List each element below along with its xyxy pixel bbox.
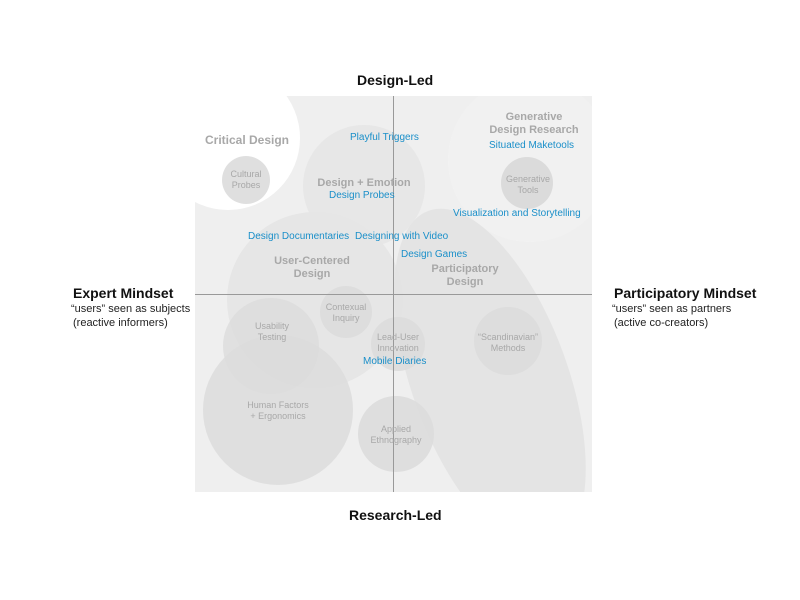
method-visualization: Visualization and Storytelling <box>453 208 581 219</box>
scandinavian-label-2: Methods <box>491 343 526 353</box>
generative-tools-label-1: Generative <box>506 174 550 184</box>
scandinavian-bubble <box>474 307 542 375</box>
axis-right-sub-2: (active co-creators) <box>614 317 709 329</box>
method-designing-video: Designing with Video <box>355 231 449 242</box>
user-centered-label-1: User-Centered <box>274 255 350 267</box>
generative-tools-bubble <box>501 157 553 209</box>
axis-bottom-title: Research-Led <box>349 507 442 523</box>
user-centered-label-2: Design <box>294 268 331 280</box>
lead-user-label-1: Lead-User <box>377 332 419 342</box>
contextual-inquiry-bubble <box>320 286 372 338</box>
participatory-label-2: Design <box>447 276 484 288</box>
design-emotion-label: Design + Emotion <box>317 177 410 189</box>
critical-design-label: Critical Design <box>205 133 289 147</box>
axis-left-sub-1: “users” seen as subjects <box>71 303 191 315</box>
applied-ethnography-bubble <box>358 396 434 472</box>
contextual-label-1: Contexual <box>326 302 367 312</box>
participatory-label-1: Participatory <box>431 263 499 275</box>
method-situated-maketools: Situated Maketools <box>489 140 574 151</box>
axis-left-title: Expert Mindset <box>73 285 174 301</box>
cultural-probes-bubble <box>222 156 270 204</box>
method-playful-triggers: Playful Triggers <box>350 132 419 143</box>
lead-user-bubble <box>371 317 425 371</box>
axis-right-sub-1: “users” seen as partners <box>612 303 732 315</box>
method-design-probes: Design Probes <box>329 190 395 201</box>
method-design-documentaries: Design Documentaries <box>248 231 349 242</box>
axis-left-sub-2: (reactive informers) <box>73 317 168 329</box>
lead-user-label-2: Innovation <box>377 343 419 353</box>
axis-right-title: Participatory Mindset <box>614 285 757 301</box>
cultural-probes-label-1: Cultural <box>230 169 261 179</box>
generative-label-2: Design Research <box>489 124 579 136</box>
usability-label-1: Usability <box>255 321 290 331</box>
method-design-games: Design Games <box>401 249 467 260</box>
contextual-label-2: Inquiry <box>332 313 360 323</box>
human-factors-label-2: + Ergonomics <box>250 411 306 421</box>
generative-tools-label-2: Tools <box>517 185 539 195</box>
cultural-probes-label-2: Probes <box>232 180 261 190</box>
applied-label-2: Ethnography <box>370 435 422 445</box>
generative-label-1: Generative <box>506 111 563 123</box>
critical-design-region <box>195 96 300 210</box>
human-factors-label-1: Human Factors <box>247 400 309 410</box>
applied-label-1: Applied <box>381 424 411 434</box>
usability-label-2: Testing <box>258 332 287 342</box>
design-emotion-bubble <box>303 125 425 247</box>
axis-top-title: Design-Led <box>357 72 434 88</box>
scandinavian-label-1: “Scandinavian” <box>478 332 538 342</box>
method-mobile-diaries: Mobile Diaries <box>363 356 426 367</box>
human-factors-bubble <box>203 335 353 485</box>
